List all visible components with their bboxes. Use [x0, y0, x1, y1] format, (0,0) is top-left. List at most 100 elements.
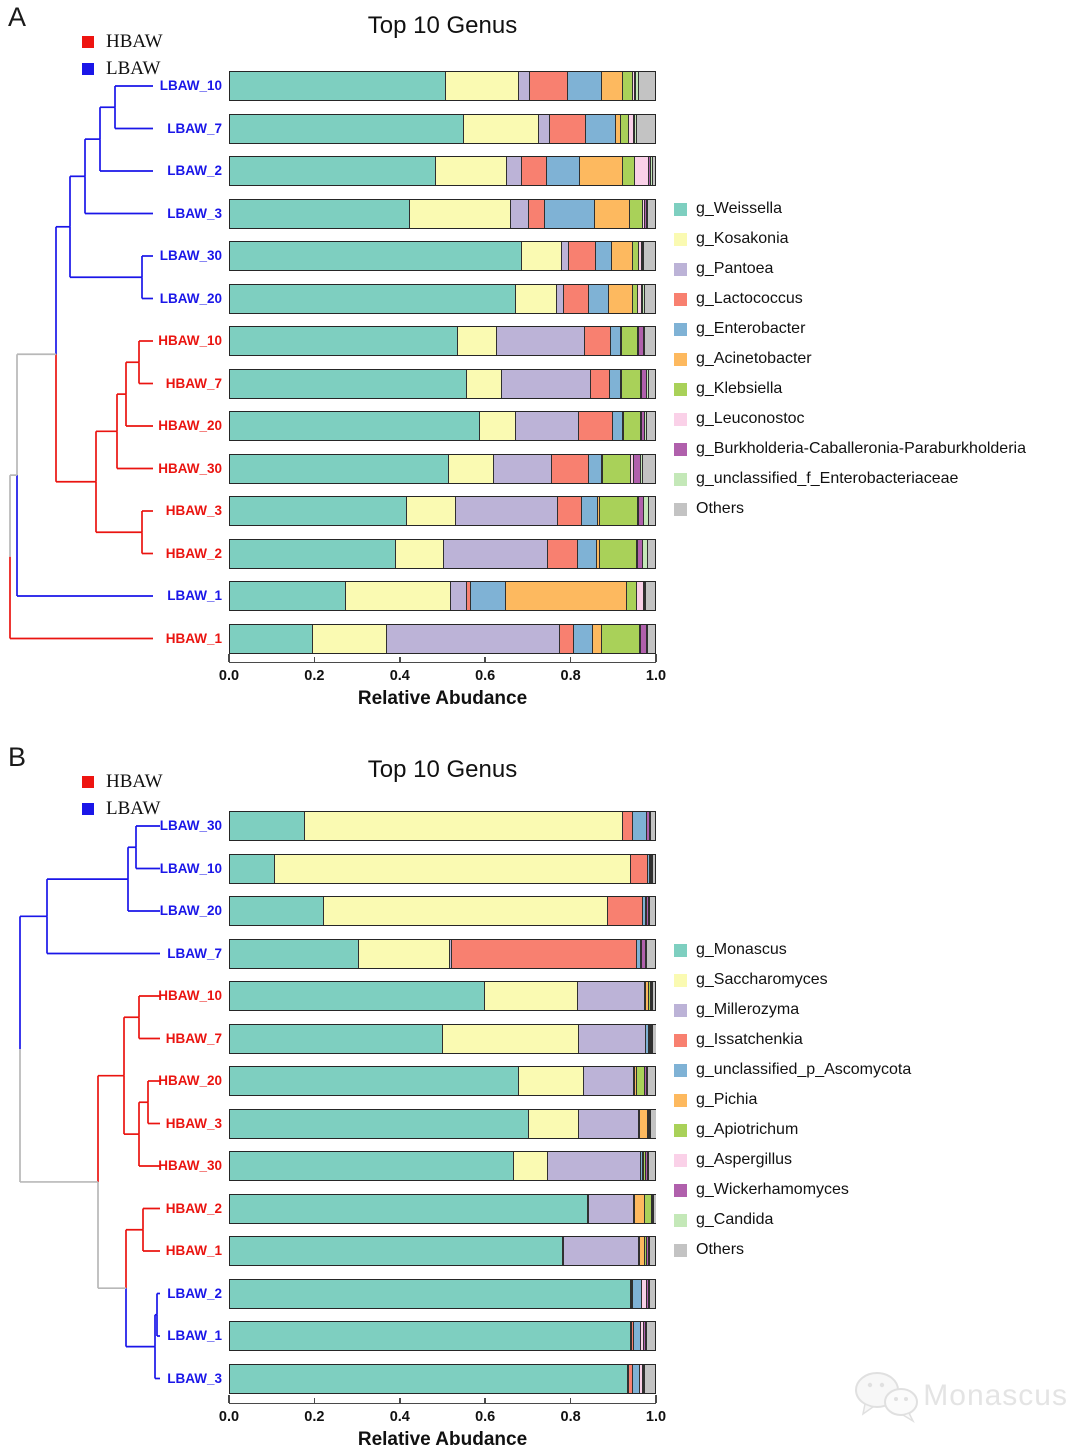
legend-item: g_Leuconostoc [674, 404, 1026, 434]
legend-swatch [674, 1153, 687, 1167]
legend-swatch [674, 1243, 687, 1257]
bar-segment [642, 1152, 646, 1180]
legend-swatch [674, 943, 687, 957]
legend-label: g_unclassified_f_Enterobacteriaceae [696, 470, 959, 487]
axis-tick [655, 1395, 657, 1403]
bar-segment [641, 1152, 643, 1180]
bar-segment [648, 157, 650, 185]
axis-tick-label: 0.8 [560, 668, 581, 684]
bar-segment [514, 412, 578, 440]
sample-bar [229, 1066, 656, 1096]
bar-segment [649, 1024, 651, 1053]
sample-label: LBAW_2 [167, 163, 222, 178]
axis-tick [569, 1398, 572, 1403]
bar-segment [644, 1364, 656, 1393]
sample-label: LBAW_7 [167, 945, 222, 961]
bar-segment [648, 897, 656, 925]
bar-segment [479, 412, 515, 440]
bar-segment [649, 812, 656, 840]
legend-item: g_Apiotrichum [674, 1115, 911, 1145]
bar-segment [590, 369, 609, 398]
legend-label: g_Saccharomyces [696, 971, 828, 988]
bar-segment [636, 1067, 645, 1095]
bar-segment [643, 582, 645, 610]
bar-segment [651, 157, 655, 185]
bar-segment [643, 1364, 645, 1393]
bar-segment [581, 497, 597, 525]
bar-segment [630, 1322, 633, 1350]
legend-swatch [674, 202, 687, 216]
legend-swatch [674, 232, 687, 246]
sample-bar [229, 241, 656, 271]
bar-segment [449, 582, 467, 610]
bar-segment [549, 114, 585, 143]
bar-segment [647, 1237, 649, 1265]
bar-segment [647, 199, 655, 228]
bar-segment [643, 242, 656, 270]
bar-segment [631, 242, 638, 270]
bar-segment [620, 114, 628, 143]
bar-segment [483, 982, 578, 1010]
bar-segment [358, 939, 449, 968]
bar-segment [621, 412, 623, 440]
bar-segment [644, 1237, 646, 1265]
bar-segment [230, 1364, 627, 1393]
legend-label: g_Weissella [696, 200, 782, 217]
sample-label: HBAW_7 [165, 375, 222, 391]
bar-segment [273, 854, 631, 883]
legend-item: g_Acinetobacter [674, 344, 1026, 374]
bar-segment [634, 157, 649, 185]
panel-a-title: Top 10 Genus [367, 12, 518, 39]
bar-segment [230, 812, 304, 840]
legend-item: Others [674, 494, 1026, 524]
bar-segment [644, 897, 646, 925]
legend-swatch [674, 292, 687, 306]
bar-segment [648, 854, 650, 883]
group-legend-swatch [82, 62, 94, 75]
bar-segment [635, 72, 638, 100]
bar-segment [640, 1322, 644, 1350]
legend-label: g_Issatchenkia [696, 1031, 803, 1048]
sample-label: LBAW_10 [159, 78, 222, 93]
bar-segment [647, 897, 649, 925]
bar-segment [639, 1364, 642, 1393]
bar-segment [644, 1194, 651, 1223]
bar-segment [632, 812, 647, 840]
legend-label: Others [696, 1241, 745, 1258]
bar-segment [636, 497, 638, 525]
bar-segment [627, 114, 633, 143]
bar-segment [632, 1364, 640, 1393]
bar-segment [529, 72, 568, 100]
sample-bar [229, 1108, 656, 1139]
bar-segment [544, 199, 595, 228]
axis-tick-label: 0.4 [389, 1409, 410, 1425]
sample-bar [229, 938, 656, 969]
group-legend-label: LBAW [106, 797, 161, 819]
bar-segment [651, 982, 653, 1010]
group-legend-item: HBAW [82, 768, 163, 795]
bar-segment [588, 284, 609, 313]
wechat-logo-icon [855, 1372, 919, 1423]
bar-segment [641, 897, 645, 925]
legend-swatch [674, 472, 687, 486]
legend-item: g_Issatchenkia [674, 1025, 911, 1055]
bar-segment [538, 114, 550, 143]
bar-segment [620, 369, 622, 398]
bar-segment [612, 412, 622, 440]
bar-segment [444, 72, 518, 100]
bar-segment [652, 854, 656, 883]
bar-segment [509, 199, 528, 228]
bar-segment [518, 1067, 583, 1095]
bar-segment [637, 539, 643, 568]
bar-segment [639, 1109, 647, 1138]
bar-segment [647, 1109, 649, 1138]
bar-segment [606, 897, 642, 925]
bar-segment [648, 369, 656, 398]
bar-segment [517, 72, 530, 100]
sample-bar [229, 368, 656, 399]
bar-segment [463, 114, 539, 143]
bar-segment [642, 284, 644, 313]
legend-label: g_unclassified_p_Ascomycota [696, 1061, 912, 1078]
bar-segment [631, 284, 638, 313]
